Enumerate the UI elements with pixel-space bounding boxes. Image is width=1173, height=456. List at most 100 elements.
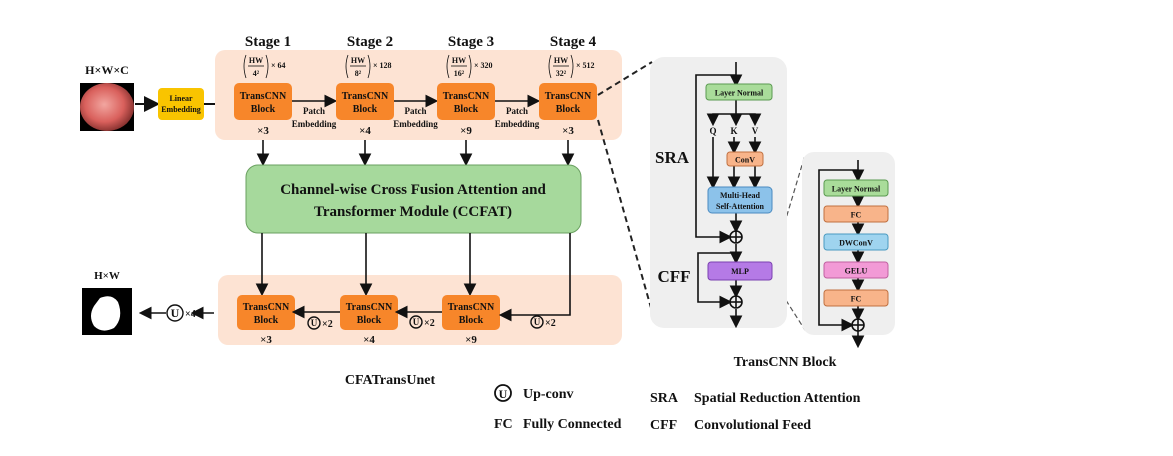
paren [243, 54, 269, 79]
encoder-background [215, 50, 622, 140]
legend-fc-full: Fully Connected [523, 417, 622, 432]
model-name: CFATransUnet [345, 373, 436, 388]
stage-title: Stage 3 [448, 34, 494, 50]
patch-embedding-label: Embedding [393, 119, 438, 129]
output-label: H×W [94, 270, 120, 282]
transcnn-block-decoder [442, 295, 500, 330]
up-conv-multiplier: ×2 [545, 318, 556, 329]
k-label: K [730, 126, 737, 136]
block-label: Block [454, 104, 479, 115]
paren [345, 54, 371, 79]
patch-embedding-label: Patch [506, 106, 528, 116]
repeat-count: ×9 [460, 125, 472, 137]
fc-box [823, 289, 889, 307]
layer-normal-box [705, 83, 773, 101]
fc-box [823, 205, 889, 223]
channel-count: × 512 [576, 61, 595, 70]
repeat-count: ×3 [260, 334, 272, 346]
block-label: Block [357, 315, 382, 326]
block-label: Block [556, 104, 581, 115]
mlp-detail-label: GELU [845, 267, 868, 276]
block-label: Block [251, 104, 276, 115]
up-conv-icon [166, 304, 184, 322]
legend-upconv: Up-conv [523, 387, 574, 402]
linear-embedding-box [158, 88, 204, 120]
conv-box [726, 151, 764, 167]
stage-title: Stage 2 [347, 34, 393, 50]
legend-cff: CFF [650, 418, 677, 433]
repeat-count: ×4 [363, 334, 375, 346]
legend: U Up-conv FC Fully Connected SRA Spatial… [494, 384, 861, 433]
layer-normal-box [823, 179, 889, 197]
up-conv-icon [409, 315, 423, 329]
patch-embedding-label: Patch [405, 106, 427, 116]
v-label: V [752, 126, 759, 136]
zoom-connectors [597, 61, 656, 323]
mhsa-line2: Self-Attention [716, 202, 765, 211]
mhsa-line1: Multi-Head [720, 191, 761, 200]
mlp-label: MLP [731, 267, 749, 276]
repeat-count: ×4 [359, 125, 371, 137]
block-label: TransCNN [342, 91, 389, 102]
up-conv-multiplier: ×2 [322, 319, 333, 330]
fraction-numerator: HW [249, 56, 263, 65]
block-label: TransCNN [443, 91, 490, 102]
transcnn-block-encoder [336, 83, 394, 120]
up-conv-letter: U [171, 306, 180, 320]
legend-u-icon: U [499, 387, 508, 401]
mlp-box [707, 261, 773, 281]
patch-embedding-label: Patch [303, 106, 325, 116]
up-conv-letter: U [534, 317, 541, 327]
block-label: Block [254, 315, 279, 326]
arrow [498, 233, 571, 322]
input-label: H×W×C [85, 63, 129, 77]
block-label: TransCNN [448, 302, 495, 313]
output-mask [82, 288, 132, 335]
gelu-box [823, 261, 889, 279]
input-image [80, 83, 134, 131]
block-label: TransCNN [243, 302, 290, 313]
ccfat-line2: Transformer Module (CCFAT) [314, 204, 512, 220]
mlp-detail-label: DWConV [839, 239, 873, 248]
fraction-numerator: HW [554, 56, 568, 65]
stage-title: Stage 1 [245, 34, 291, 50]
transcnn-block-encoder [437, 83, 495, 120]
channel-count: × 64 [271, 61, 286, 70]
repeat-count: ×9 [465, 334, 477, 346]
block-label: TransCNN [545, 91, 592, 102]
fraction-denominator: 8² [355, 69, 362, 78]
mlp-detail-label: FC [851, 211, 862, 220]
ccfat-module [245, 164, 582, 234]
mlp-detail-lines [818, 160, 865, 349]
transcnn-lines [695, 62, 762, 329]
sra-label: SRA [655, 148, 690, 167]
decoder-background [218, 275, 622, 345]
fraction-numerator: HW [452, 56, 466, 65]
up-conv-letter: U [311, 318, 318, 328]
block-label: Block [353, 104, 378, 115]
up-conv-icon [530, 315, 544, 329]
block-label: TransCNN [240, 91, 287, 102]
legend-sra: SRA [650, 391, 679, 406]
block-label: Block [459, 315, 484, 326]
conv-label: ConV [735, 156, 755, 165]
mlp-detail-label: Layer Normal [832, 185, 881, 194]
paren [548, 54, 574, 79]
channel-count: × 128 [373, 61, 392, 70]
dwconv-box [823, 233, 889, 251]
channel-count: × 320 [474, 61, 493, 70]
repeat-count: ×3 [562, 125, 574, 137]
mhsa-box [707, 186, 773, 214]
transcnn-block-decoder [340, 295, 398, 330]
up-conv-letter: U [413, 317, 420, 327]
fraction-denominator: 4² [253, 69, 260, 78]
legend-cff-full: Convolutional Feed [694, 418, 811, 433]
patch-embedding-label: Embedding [292, 119, 337, 129]
up-conv-icon [307, 316, 321, 330]
up-conv-multiplier: ×2 [424, 318, 435, 329]
fraction-denominator: 32² [556, 69, 567, 78]
ccfat-line1: Channel-wise Cross Fusion Attention and [280, 182, 546, 198]
transcnn-block-encoder [234, 83, 292, 120]
